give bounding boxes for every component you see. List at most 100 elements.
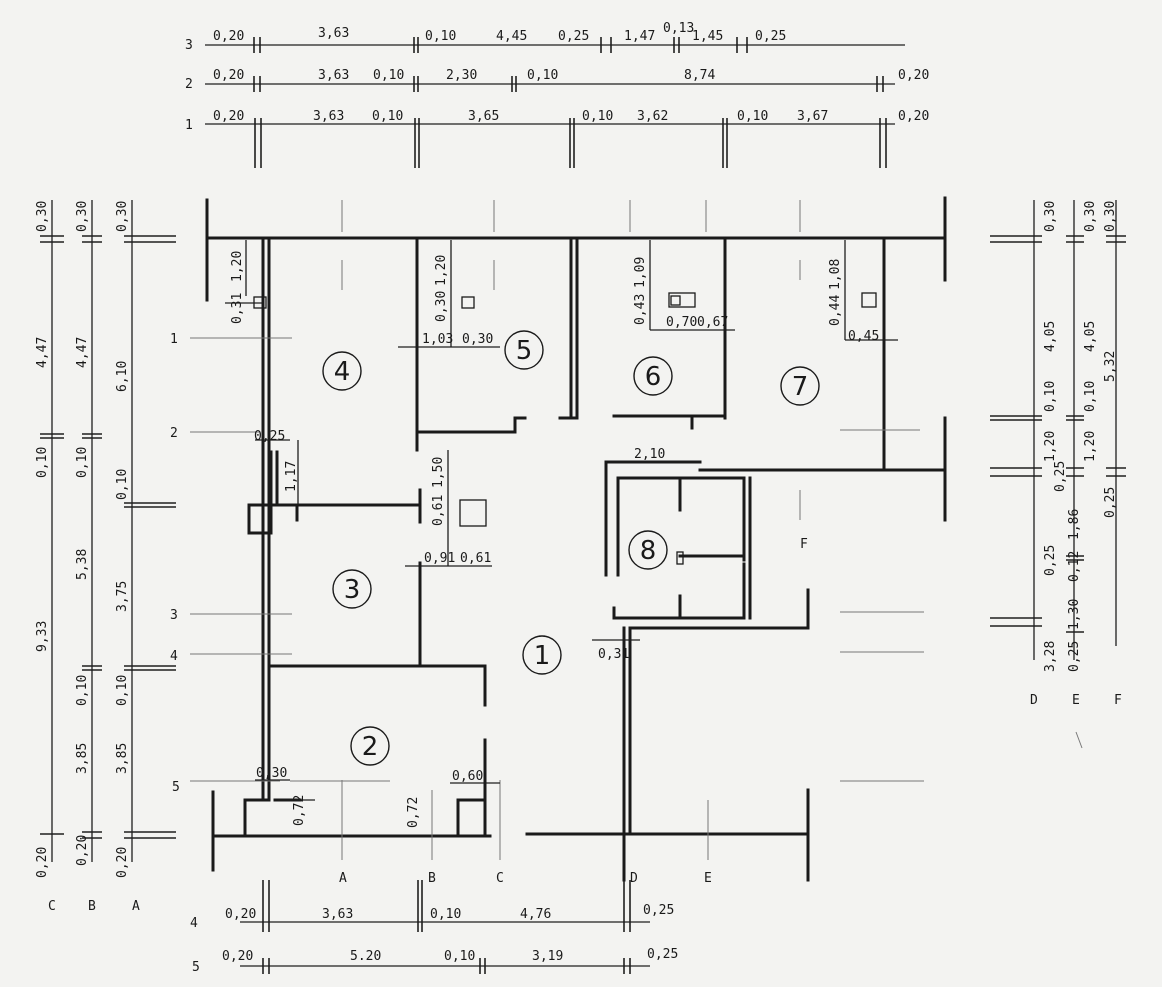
dim-ce-6: 0,12 — [1067, 551, 1082, 582]
dim-ce-8: 0,25 — [1067, 641, 1082, 672]
inner-dim-19: 0,31 — [598, 647, 629, 662]
room-5-number: 5 — [516, 336, 533, 366]
dim-r2-0: 0,20 — [213, 68, 244, 83]
section-label-b: B — [428, 871, 436, 886]
dim-cc-1: 4,47 — [35, 337, 50, 368]
dim-ce-5: 1,86 — [1067, 509, 1082, 540]
inner-dim-18: 2,10 — [634, 447, 665, 462]
section-lines — [190, 200, 1083, 860]
ticks-row-1 — [254, 118, 887, 168]
dim-ca-0: 0,30 — [115, 201, 130, 232]
inner-dim-17: 0,61 — [460, 551, 491, 566]
dim-ce-3: 1,20 — [1083, 431, 1098, 462]
room-4-number: 4 — [334, 357, 351, 387]
room-6-number: 6 — [645, 362, 662, 392]
section-label-e: E — [704, 871, 712, 886]
dim-r3-1: 3,63 — [318, 26, 349, 41]
dim-ce-4: 0,25 — [1053, 461, 1068, 492]
dim-r4-0: 0,20 — [225, 907, 256, 922]
dim-ca-5: 3,85 — [115, 743, 130, 774]
dim-r5-1: 5.20 — [350, 949, 381, 964]
shaft-room5 — [461, 296, 475, 309]
dim-ce-2: 0,10 — [1083, 381, 1098, 412]
dim-cd-5: 3,28 — [1043, 641, 1058, 672]
col-label-e: E — [1072, 693, 1080, 708]
col-label-d: D — [1030, 693, 1038, 708]
inner-dim-22: 0,60 — [452, 769, 483, 784]
dim-cc-2: 0,10 — [35, 447, 50, 478]
section-label-4: 4 — [170, 649, 178, 664]
dim-cb-3: 5,38 — [75, 549, 90, 580]
dim-cb-6: 0,20 — [75, 835, 90, 866]
room-4-marker: 4 — [322, 351, 362, 391]
dim-r1-6: 0,10 — [737, 109, 768, 124]
dim-cd-1: 4,05 — [1043, 321, 1058, 352]
dim-cd-2: 0,10 — [1043, 381, 1058, 412]
inner-dim-7: 0,70 — [666, 315, 697, 330]
room-2-marker: 2 — [350, 726, 390, 766]
room-3-number: 3 — [344, 575, 361, 605]
shaft-room3 — [459, 499, 487, 527]
room-3-marker: 3 — [332, 569, 372, 609]
top-dimension-chains: 3 0,20 3,63 0,10 4,45 0,25 1,47 0,13 1,4… — [185, 21, 929, 168]
dim-cd-4: 0,25 — [1043, 545, 1058, 576]
dim-ca-3: 3,75 — [115, 581, 130, 612]
dim-r3-4: 0,25 — [558, 29, 589, 44]
room-2-number: 2 — [362, 732, 379, 762]
dim-ce-0: 0,30 — [1083, 201, 1098, 232]
inner-dim-13: 1,17 — [284, 461, 299, 492]
ticks-row-3 — [253, 37, 748, 53]
dim-r3-3: 4,45 — [496, 29, 527, 44]
inner-dim-0: 0,31 — [230, 293, 245, 324]
inner-dim-20: 0,30 — [256, 766, 287, 781]
bottom-dimension-chains: 4 0,20 3,63 0,10 4,76 0,25 5 0,20 5.20 0… — [190, 880, 678, 975]
section-label-2: 2 — [170, 426, 178, 441]
dim-r2-4: 0,10 — [527, 68, 558, 83]
dim-r2-1: 3,63 — [318, 68, 349, 83]
room-6-marker: 6 — [633, 356, 673, 396]
room-markers: 1 2 3 4 5 6 7 8 — [322, 330, 820, 766]
inner-dim-4: 1,20 — [434, 255, 449, 286]
section-label-3: 3 — [170, 608, 178, 623]
inner-dim-11: 0,45 — [848, 329, 879, 344]
section-label-d: D — [630, 871, 638, 886]
shaft-room7 — [861, 292, 877, 308]
row-label-2: 2 — [185, 77, 193, 92]
dim-cb-5: 3,85 — [75, 743, 90, 774]
dim-r1-8: 0,20 — [898, 109, 929, 124]
dim-r2-6: 0,20 — [898, 68, 929, 83]
dim-ca-4: 0,10 — [115, 675, 130, 706]
dim-cc-3: 9,33 — [35, 621, 50, 652]
dim-r1-2: 0,10 — [372, 109, 403, 124]
inner-dim-3b: 0,30 — [434, 291, 449, 322]
dim-r2-3: 2,30 — [446, 68, 477, 83]
inner-dim-16: 0,91 — [424, 551, 455, 566]
inner-dim-14: 1,50 — [431, 457, 446, 488]
col-label-c: C — [48, 899, 56, 914]
room-8-number: 8 — [640, 536, 657, 566]
inner-dim-15: 0,61 — [431, 495, 446, 526]
row-label-1: 1 — [185, 118, 193, 133]
section-label-5: 5 — [172, 780, 180, 795]
inner-dim-1: 1,20 — [230, 251, 245, 282]
inner-dim-9: 0,44 — [828, 295, 843, 326]
dim-r4-1: 3,63 — [322, 907, 353, 922]
dim-ca-2: 0,10 — [115, 469, 130, 500]
dim-r3-7: 1,45 — [692, 29, 723, 44]
dim-cf-0: 0,30 — [1103, 201, 1118, 232]
inner-dim-8: 0,67 — [697, 315, 728, 330]
room-7-marker: 7 — [780, 366, 820, 406]
inner-dim-2: 1,03 — [422, 332, 453, 347]
col-label-b: B — [88, 899, 96, 914]
inner-dimensions: 0,31 1,20 1,03 0,30 1,20 0,30 0,43 1,09 … — [225, 240, 898, 828]
dim-r1-0: 0,20 — [213, 109, 244, 124]
dim-cf-1: 5,32 — [1103, 351, 1118, 382]
dim-r5-2: 0,10 — [444, 949, 475, 964]
dim-r1-3: 3,65 — [468, 109, 499, 124]
room8-door-jamb — [676, 551, 684, 565]
dim-r5-3: 3,19 — [532, 949, 563, 964]
dim-r1-1: 3,63 — [313, 109, 344, 124]
dim-ca-6: 0,20 — [115, 847, 130, 878]
shaft-room6 — [668, 292, 696, 308]
